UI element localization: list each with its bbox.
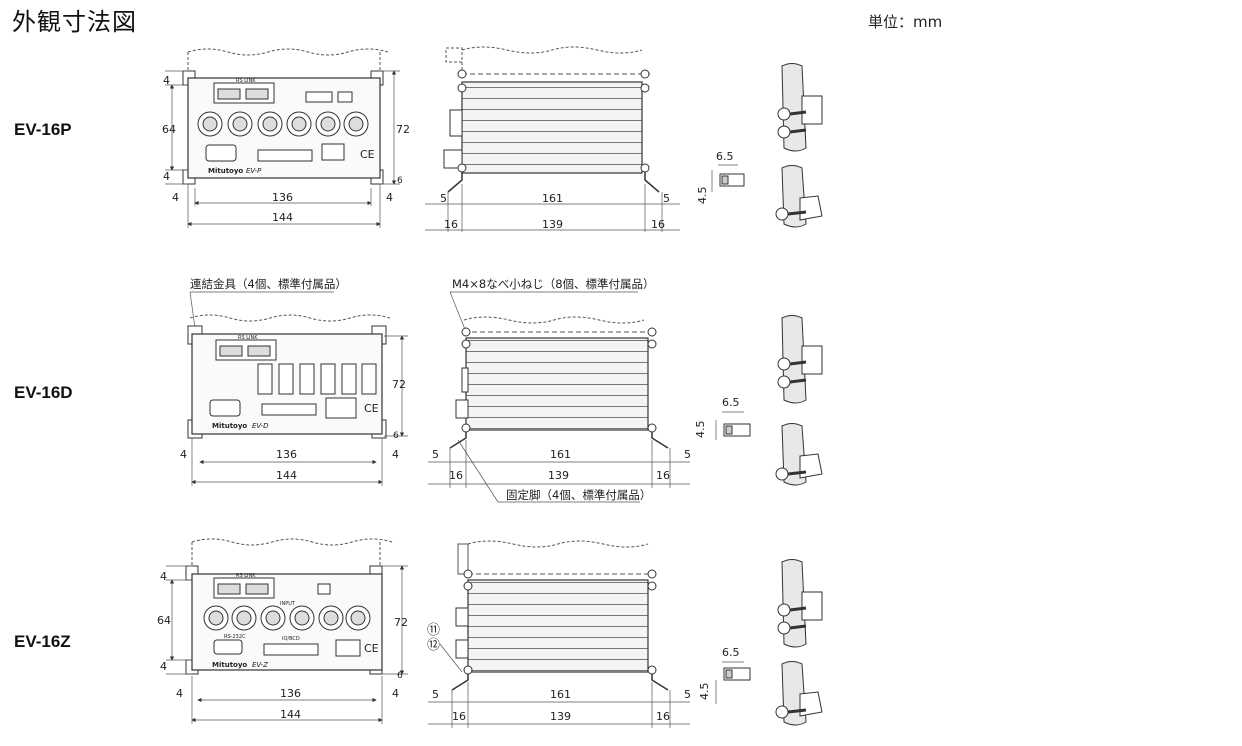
- callout-foot-label: 固定脚（4個、標準付属品）: [506, 488, 651, 502]
- dim-label: 6.5: [716, 150, 734, 163]
- dim-label: 16: [444, 218, 458, 231]
- front-view-ev16d: RS LINK CE Mitutoyo EV-D: [187, 314, 391, 439]
- ce-mark: CE: [360, 148, 375, 161]
- front-dims-ev16d: 72 6 136 4 4 144: [180, 335, 408, 486]
- dim-label: 4.5: [698, 683, 711, 701]
- dim-label: 139: [548, 469, 569, 482]
- dim-label: 4: [392, 448, 399, 461]
- foot-detail-ev16d: 6.5 4.5: [694, 396, 751, 440]
- model-label-ev16p: EV-16P: [14, 120, 72, 139]
- dim-label: 5: [440, 192, 447, 205]
- input-connectors-ev16z: [203, 605, 371, 631]
- front-dims-ev16z: 4 64 4 72 6 136 4 4 144: [157, 565, 408, 724]
- foot-detail-ev16p: 6.5 4.5: [696, 150, 745, 205]
- dim-label: 4: [172, 191, 179, 204]
- dim-label: 16: [449, 469, 463, 482]
- dim-label: 5: [684, 448, 691, 461]
- dim-label: 5: [663, 192, 670, 205]
- rs232c-label: RS-232C: [224, 634, 246, 640]
- model-plate: EV-Z: [252, 661, 268, 669]
- side-view-ev16z: 161 5 5 16 139 16: [428, 540, 691, 728]
- page-title: 外観寸法図: [12, 8, 137, 36]
- input-label: INPUT: [280, 601, 296, 607]
- marker-callouts: ⑪ ⑫: [427, 623, 463, 673]
- rs-link-label: RS LINK: [236, 573, 256, 579]
- dim-label: 4: [160, 660, 167, 673]
- front-view-ev16p: RS LINK CE Mitutoyo EV-P: [182, 48, 389, 185]
- unit-label: 単位：mm: [868, 13, 943, 31]
- dim-label: 4: [160, 570, 167, 583]
- dim-label: 16: [651, 218, 665, 231]
- dim-label: 136: [272, 191, 293, 204]
- brand-label: Mitutoyo: [212, 422, 247, 430]
- brand-label: Mitutoyo: [212, 661, 247, 669]
- dim-label: 72: [396, 123, 410, 136]
- dim-label: 4.5: [694, 421, 707, 439]
- dim-label: 144: [272, 211, 293, 224]
- dim-label: 4.5: [696, 187, 709, 205]
- dim-label: 139: [550, 710, 571, 723]
- model-label-ev16d: EV-16D: [14, 383, 73, 402]
- dim-label: 5: [432, 688, 439, 701]
- dim-label: 161: [550, 688, 571, 701]
- bracket-illustrations-ev16d: [775, 315, 823, 486]
- ce-mark: CE: [364, 642, 379, 655]
- dim-label: 64: [157, 614, 171, 627]
- dim-label: 161: [550, 448, 571, 461]
- dim-label: 139: [542, 218, 563, 231]
- dim-label: 5: [684, 688, 691, 701]
- dim-label: 4: [392, 687, 399, 700]
- side-view-ev16d: 161 5 5 16 139 16: [428, 316, 691, 488]
- ce-mark: CE: [364, 402, 379, 415]
- dim-label: 6: [397, 176, 403, 186]
- callout-foot: 固定脚（4個、標準付属品）: [457, 439, 651, 503]
- input-connectors-ev16p: [197, 111, 369, 137]
- rs-link-label: RS LINK: [236, 78, 256, 84]
- dim-label: 5: [432, 448, 439, 461]
- iobcd-label: IO/BCD: [282, 636, 300, 642]
- marker-12: ⑫: [427, 638, 440, 653]
- model-plate: EV-P: [246, 167, 262, 175]
- bracket-illustrations-ev16z: [775, 559, 823, 726]
- callout-bracket-label: 連結金具（4個、標準付属品）: [190, 277, 347, 291]
- dim-label: 6: [397, 671, 403, 681]
- bracket-illustrations-ev16p: [775, 63, 823, 228]
- dim-label: 144: [280, 708, 301, 721]
- dim-label: 4: [386, 191, 393, 204]
- marker-11: ⑪: [427, 623, 440, 638]
- model-plate: EV-D: [252, 422, 269, 430]
- front-view-ev16z: RS LINK INPUT RS-232C IO/BCD CE Mitutoyo…: [185, 538, 393, 675]
- callout-screw-label: M4×8なべ小ねじ（8個、標準付属品）: [452, 277, 655, 291]
- dim-label: 64: [162, 123, 176, 136]
- model-label-ev16z: EV-16Z: [14, 632, 71, 651]
- dim-label: 6: [393, 431, 399, 441]
- dim-label: 4: [163, 170, 170, 183]
- dim-label: 16: [656, 710, 670, 723]
- dim-label: 6.5: [722, 396, 740, 409]
- dim-label: 4: [176, 687, 183, 700]
- dim-label: 4: [180, 448, 187, 461]
- dim-label: 161: [542, 192, 563, 205]
- brand-label: Mitutoyo: [208, 167, 243, 175]
- callout-screw: M4×8なべ小ねじ（8個、標準付属品）: [449, 277, 655, 333]
- dim-label: 6.5: [722, 646, 740, 659]
- dim-label: 4: [163, 74, 170, 87]
- dim-label: 16: [452, 710, 466, 723]
- foot-detail-ev16z: 6.5 4.5: [698, 646, 751, 704]
- callout-bracket: 連結金具（4個、標準付属品）: [189, 277, 347, 329]
- side-view-ev16p: 161 5 5 16 139 16: [425, 46, 680, 232]
- dim-label: 72: [392, 378, 406, 391]
- dim-label: 16: [656, 469, 670, 482]
- dim-label: 72: [394, 616, 408, 629]
- front-dims-ev16p: 4 64 4 72 6 136 4 4 144: [162, 70, 410, 228]
- dim-label: 136: [280, 687, 301, 700]
- input-connectors-ev16d: [257, 363, 377, 395]
- dim-label: 136: [276, 448, 297, 461]
- rs-link-label: RS LINK: [238, 335, 258, 341]
- dim-label: 144: [276, 469, 297, 482]
